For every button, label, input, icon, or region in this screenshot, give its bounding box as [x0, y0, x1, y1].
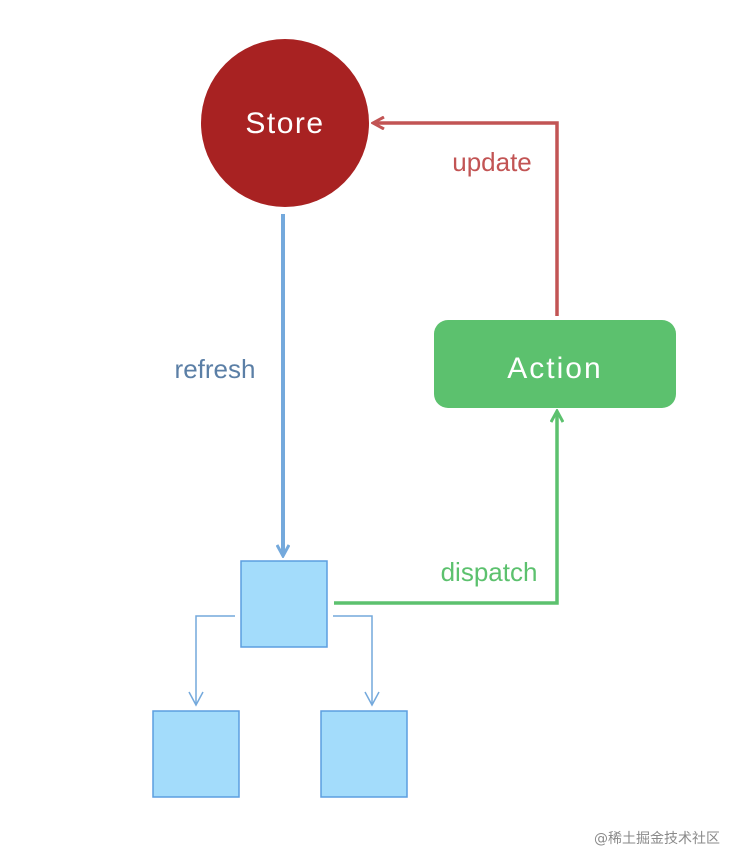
update-label: update [452, 147, 532, 177]
update-arrow [374, 123, 559, 316]
watermark: @稀土掘金技术社区 [594, 831, 720, 847]
component-tree [152, 560, 408, 798]
store-label: Store [245, 107, 324, 140]
parent-component-box [240, 560, 328, 648]
update-edge: update [374, 123, 559, 316]
right-child-connector [333, 615, 380, 707]
dispatch-edge: dispatch [334, 412, 557, 605]
right-child-component-box [320, 710, 408, 798]
dispatch-arrow [334, 412, 557, 605]
left-child-component-box [152, 710, 240, 798]
dispatch-label: dispatch [441, 557, 538, 587]
refresh-label: refresh [175, 354, 256, 384]
action-label: Action [507, 352, 602, 385]
store-node: Store [201, 39, 369, 207]
refresh-edge: refresh [175, 214, 283, 555]
action-box [434, 320, 676, 408]
store-circle [201, 39, 369, 207]
left-child-connector [188, 615, 235, 707]
action-node: Action [434, 320, 676, 408]
